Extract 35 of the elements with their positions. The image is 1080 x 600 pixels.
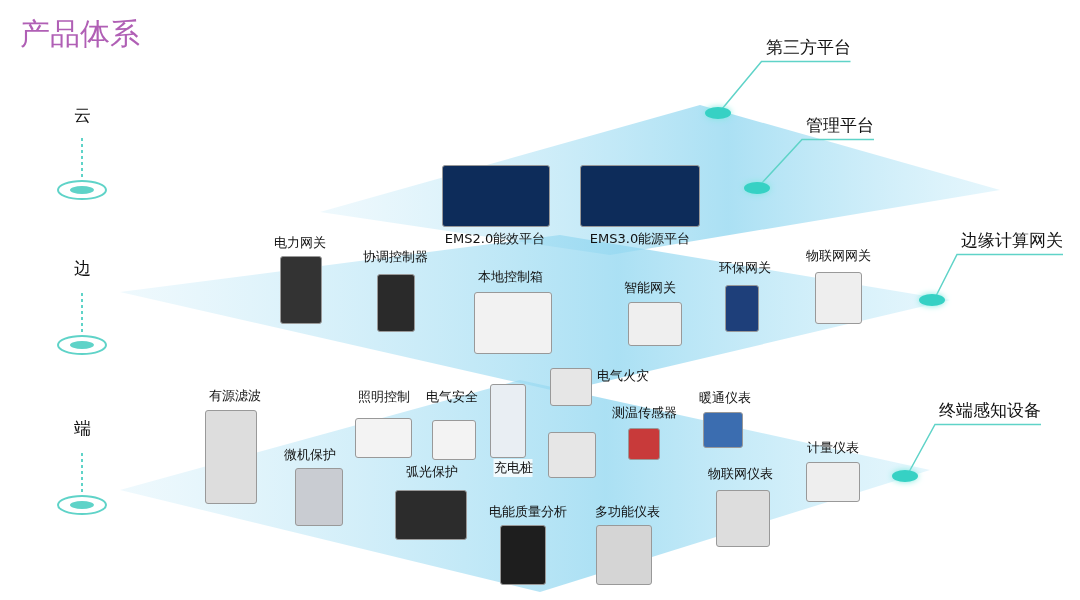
device-label: 电力网关 — [274, 234, 326, 252]
device-label: 协调控制器 — [362, 248, 428, 266]
marker-dot — [705, 107, 731, 119]
title: 产品体系 — [20, 15, 140, 53]
device-label: 照明控制 — [358, 388, 410, 406]
leader-line — [760, 138, 875, 185]
callout-label: 边缘计算网关 — [961, 228, 1063, 252]
leader-line — [721, 60, 852, 110]
leader-line — [935, 253, 1064, 297]
device-label: 智能网关 — [624, 279, 676, 297]
device-label: 计量仪表 — [807, 439, 859, 457]
device-label: 电气安全 — [426, 388, 478, 406]
device-label: 电气火灾 — [597, 367, 649, 385]
device-label: 有源滤波 — [209, 387, 261, 405]
device-label: 微机保护 — [284, 446, 336, 464]
device-label: 暖通仪表 — [699, 389, 751, 407]
layer-label: 边 — [73, 256, 91, 280]
device-label: 充电桩 — [493, 459, 533, 477]
marker-dot — [919, 294, 945, 306]
device-label: 弧光保护 — [406, 463, 458, 481]
device-label: 物联网仪表 — [707, 465, 773, 483]
device-label: 环保网关 — [719, 259, 771, 277]
device-label: 本地控制箱 — [477, 268, 543, 286]
device-label: 测温传感器 — [611, 404, 677, 422]
platform-label: EMS2.0能效平台 — [444, 230, 546, 248]
device-label: 物联网网关 — [805, 247, 871, 265]
callout-label: 管理平台 — [806, 113, 874, 137]
device-label: 电能质量分析 — [489, 503, 567, 521]
platform-label: EMS3.0能源平台 — [589, 230, 691, 248]
device-label: 多功能仪表 — [594, 503, 660, 521]
layer-label: 云 — [73, 103, 91, 127]
layer-label: 端 — [73, 416, 91, 440]
callout-label: 终端感知设备 — [939, 398, 1041, 422]
callout-label: 第三方平台 — [765, 35, 851, 59]
leader-line — [908, 423, 1042, 473]
